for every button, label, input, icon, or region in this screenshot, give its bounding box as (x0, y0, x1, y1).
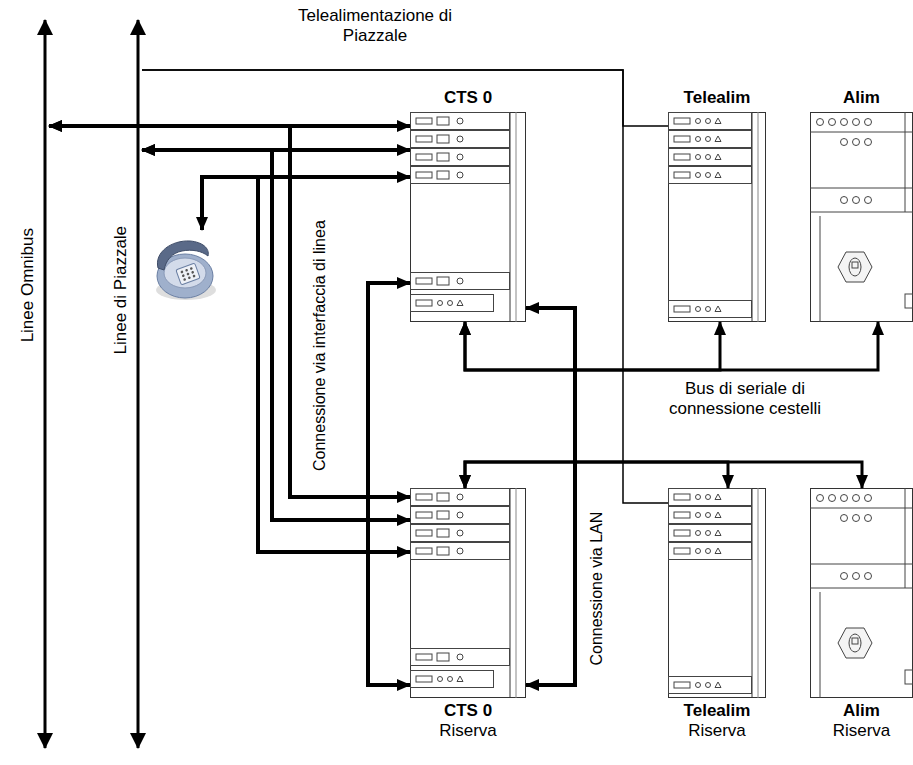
rack-caption: CTS 0Riserva (439, 701, 497, 742)
lan-connector (526, 308, 575, 685)
connector-label: Telealimentazione di Piazzale (270, 6, 480, 47)
bus-line: Linee Omnibus (41, 20, 49, 748)
interface-connector (368, 283, 410, 685)
rack-cabinet: CTS 0Riserva (410, 488, 526, 698)
rack-title: Telealim (684, 88, 751, 108)
rack-cabinet: AlimRiserva (810, 488, 913, 698)
rack-title: CTS 0 (444, 88, 492, 108)
rack-title: CTS 0 (439, 701, 497, 721)
rack-caption: Telealim (684, 88, 751, 108)
rack-subtitle: Riserva (684, 721, 751, 741)
rack-cabinet: TelealimRiserva (668, 488, 766, 698)
rack-title: Alim (833, 701, 891, 721)
line-connector (49, 126, 410, 497)
serial-bus (465, 322, 720, 370)
rack-caption: CTS 0 (444, 88, 492, 108)
serial-bus (465, 462, 728, 488)
rack-cabinet: CTS 0 (410, 112, 526, 322)
rack-title: Alim (843, 88, 880, 108)
connector-label: Connessione via interfaccia di linea (309, 220, 328, 471)
rack-caption: TelealimRiserva (684, 701, 751, 742)
bus-label: Linee di Piazzale (111, 226, 131, 355)
connector-label: Connessione via LAN (587, 511, 606, 665)
power-feed-line (142, 70, 668, 126)
rack-cabinet: Alim (810, 112, 913, 322)
rack-title: Telealim (684, 701, 751, 721)
bus-caption: Bus di seriale di connessione cestelli (650, 379, 840, 420)
serial-bus (465, 462, 862, 488)
rack-caption: AlimRiserva (833, 701, 891, 742)
bus-label: Linee Omnibus (18, 228, 38, 342)
power-feed-line (142, 70, 668, 503)
bus-line: Linee di Piazzale (134, 20, 142, 748)
serial-bus (465, 322, 878, 370)
rack-subtitle: Riserva (833, 721, 891, 741)
rack-caption: Alim (843, 88, 880, 108)
rack-subtitle: Riserva (439, 721, 497, 741)
rack-cabinet: Telealim (668, 112, 766, 322)
